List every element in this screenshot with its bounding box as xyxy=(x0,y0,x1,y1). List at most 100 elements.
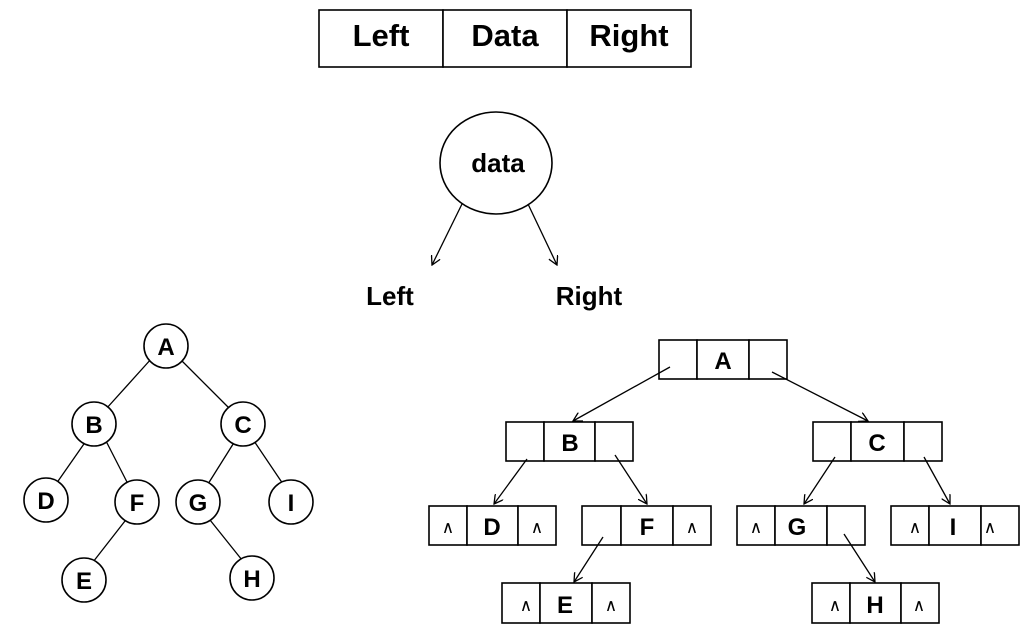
linked-node-i-label: I xyxy=(950,514,957,541)
pointer-b-f xyxy=(614,454,647,504)
linked-node-b: B xyxy=(505,421,634,462)
linked-node-h-right-null: ∧ xyxy=(913,596,925,615)
tree-node-e xyxy=(61,557,107,603)
tree-node-c xyxy=(220,401,266,447)
edge-f-e xyxy=(92,520,126,563)
structure-left-cell xyxy=(318,9,444,68)
node-icon: data Left Right xyxy=(366,111,623,311)
linked-tree: A B C ∧ D ∧ F xyxy=(428,339,1020,624)
data-circle xyxy=(439,111,553,215)
edge-c-i xyxy=(253,440,284,485)
linked-node-e-right xyxy=(591,582,631,624)
tree-node-e-label: E xyxy=(76,568,92,595)
linked-node-d-label: D xyxy=(483,514,500,541)
linked-node-e-left xyxy=(501,582,541,624)
linked-node-c-data xyxy=(850,421,905,462)
pointer-g-h xyxy=(843,533,875,582)
edge-b-d xyxy=(55,440,87,485)
pointer-c-g xyxy=(804,456,836,504)
edge-b-f xyxy=(105,440,129,485)
pointer-b-d xyxy=(494,458,528,504)
linked-node-i-left xyxy=(890,505,930,546)
edge-c-g xyxy=(207,440,236,485)
linked-node-h-label: H xyxy=(866,592,883,619)
structure-right-cell xyxy=(566,9,692,68)
tree-node-i-label: I xyxy=(288,490,295,517)
linked-node-h: ∧ H ∧ xyxy=(811,582,940,624)
linked-node-e-right-null: ∧ xyxy=(605,596,617,615)
linked-node-d-right xyxy=(517,505,557,546)
linked-node-e-left-null: ∧ xyxy=(520,596,532,615)
linked-node-c-label: C xyxy=(868,430,885,457)
edge-a-c xyxy=(178,357,231,410)
pointer-a-c xyxy=(771,371,868,421)
left-pointer-arrow xyxy=(432,203,463,265)
tree-node-d xyxy=(23,477,69,523)
linked-node-a-data xyxy=(696,339,750,380)
linked-node-a-right xyxy=(748,339,788,380)
linked-node-e-data xyxy=(539,582,593,624)
linked-node-h-data xyxy=(849,582,902,624)
linked-node-c-right xyxy=(903,421,943,462)
structure-data-label: Data xyxy=(471,18,539,53)
structure-data-cell xyxy=(442,9,568,68)
linked-node-d: ∧ D ∧ xyxy=(428,505,557,546)
tree-node-h-label: H xyxy=(243,566,260,593)
data-circle-label: data xyxy=(471,148,525,178)
linked-node-b-left xyxy=(505,421,545,462)
structure-right-label: Right xyxy=(589,18,668,53)
pointer-a-b xyxy=(573,366,671,421)
structure-left-label: Left xyxy=(353,18,410,53)
tree-node-g xyxy=(175,479,221,525)
tree-node-f xyxy=(114,479,160,525)
linked-node-i-data xyxy=(928,505,982,546)
tree-node-h xyxy=(229,555,275,601)
linked-node-g-left-null: ∧ xyxy=(750,518,762,537)
node-structure: Left Data Right xyxy=(318,9,692,68)
linked-node-d-right-null: ∧ xyxy=(531,518,543,537)
linked-node-a-label: A xyxy=(714,348,731,375)
tree-node-c-label: C xyxy=(234,412,251,439)
linked-node-b-label: B xyxy=(561,430,578,457)
linked-node-g-right xyxy=(826,505,866,546)
linked-node-f-right-null: ∧ xyxy=(686,518,698,537)
tree-node-a xyxy=(143,323,189,369)
linked-node-g: ∧ G xyxy=(736,505,866,546)
linked-node-e-label: E xyxy=(557,592,573,619)
edge-a-b xyxy=(105,357,153,410)
linked-node-i-left-null: ∧ xyxy=(909,518,921,537)
tree-node-d-label: D xyxy=(37,488,54,515)
tree-node-f-label: F xyxy=(130,490,145,517)
pointer-f-e xyxy=(574,536,604,582)
linked-node-i-right xyxy=(980,505,1020,546)
linked-node-g-data xyxy=(774,505,828,546)
linked-node-h-right xyxy=(900,582,940,624)
linked-node-i: ∧ I ∧ xyxy=(890,505,1020,546)
linked-node-i-right-null: ∧ xyxy=(984,518,996,537)
linked-node-b-right xyxy=(594,421,634,462)
linked-node-c: C xyxy=(812,421,943,462)
edge-g-h xyxy=(209,519,243,561)
tree-node-g-label: G xyxy=(189,490,208,517)
tree-node-i xyxy=(268,479,314,525)
left-pointer-label: Left xyxy=(366,281,414,311)
linked-node-a: A xyxy=(658,339,788,380)
linked-node-g-label: G xyxy=(788,514,807,541)
linked-node-d-left-null: ∧ xyxy=(442,518,454,537)
linked-node-c-left xyxy=(812,421,852,462)
linked-node-e: ∧ E ∧ xyxy=(501,582,631,624)
linked-node-f-right xyxy=(672,505,712,546)
linked-node-f-label: F xyxy=(640,514,655,541)
right-pointer-label: Right xyxy=(556,281,623,311)
right-pointer-arrow xyxy=(527,203,557,265)
tree-node-b xyxy=(71,401,117,447)
linked-node-a-left xyxy=(658,339,698,380)
circle-tree: A B C D F G I E H xyxy=(23,323,314,603)
tree-node-b-label: B xyxy=(85,412,102,439)
tree-node-a-label: A xyxy=(157,334,174,361)
linked-node-d-left xyxy=(428,505,468,546)
linked-node-f: F ∧ xyxy=(581,505,712,546)
pointer-c-i xyxy=(923,456,950,504)
linked-node-h-left-null: ∧ xyxy=(829,596,841,615)
